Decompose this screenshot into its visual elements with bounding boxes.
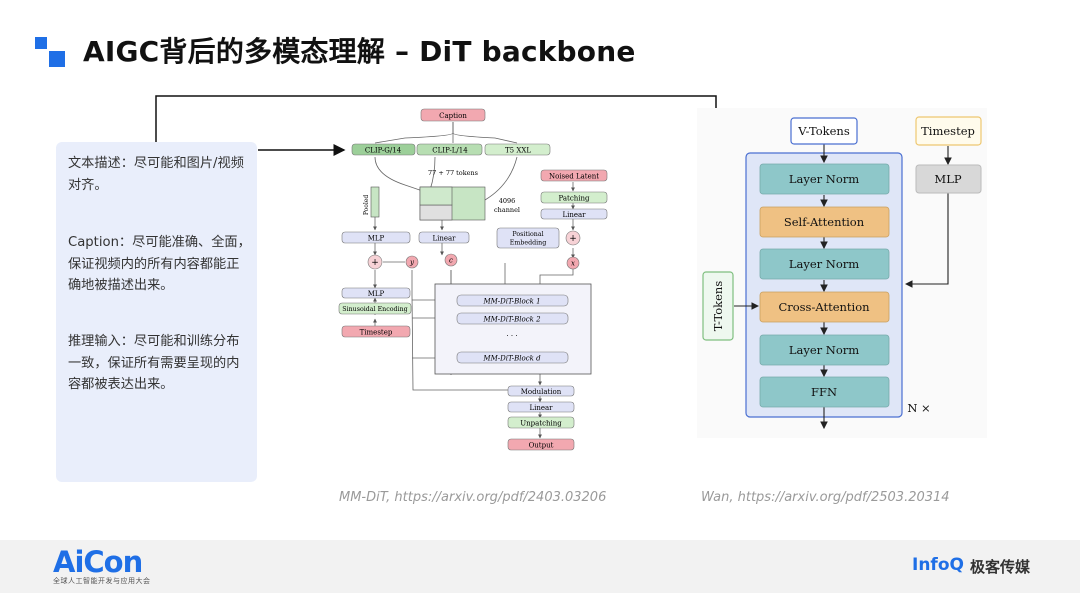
mmdit-sinusoidal: Sinusoidal Encoding — [342, 306, 407, 313]
mmdit-patching: Patching — [558, 195, 590, 203]
mmdit-plus-pos: + — [569, 234, 577, 244]
panel-text-description: 文本描述：尽可能和图片/视频对齐。 — [68, 156, 244, 193]
mmdit-caption: Caption — [439, 112, 467, 120]
mmdit-output: Output — [529, 442, 554, 450]
aicon-logo: AiCon — [53, 545, 143, 579]
mmdit-modulation: Modulation — [521, 388, 562, 396]
mmdit-clip-l: CLIP-L/14 — [432, 147, 468, 155]
wan-ffn: FFN — [811, 385, 837, 399]
mmdit-block-2: MM-DiT-Block 2 — [482, 316, 541, 324]
left-text-panel: 文本描述：尽可能和图片/视频对齐。 Caption：尽可能准确、全面，保证视频内… — [56, 142, 257, 482]
mmdit-channel-word: channel — [494, 206, 520, 214]
mmdit-timestep: Timestep — [360, 329, 393, 337]
title-logo-icon — [35, 37, 65, 67]
mmdit-pos-emb-2: Embedding — [510, 240, 547, 247]
wan-diagram: V-Tokens Timestep MLP T-Tokens Layer Nor… — [697, 108, 987, 438]
mmdit-block-1: MM-DiT-Block 1 — [482, 298, 540, 306]
mmdit-plus-y: + — [371, 258, 379, 268]
aicon-subtitle: 全球人工智能开发与应用大会 — [53, 577, 151, 585]
wan-source: Wan, https://arxiv.org/pdf/2503.20314 — [701, 490, 950, 505]
wan-layer-norm-3: Layer Norm — [789, 343, 859, 357]
panel-text-inference: 推理输入：尽可能和训练分布一致，保证所有需要呈现的内容都被表达出来。 — [68, 334, 240, 392]
mmdit-channel-num: 4096 — [499, 197, 516, 205]
wan-self-attention: Self-Attention — [784, 215, 865, 229]
mmdit-c: c — [449, 257, 453, 265]
wan-layer-norm-1: Layer Norm — [789, 172, 859, 186]
mmdit-noised-latent: Noised Latent — [549, 173, 599, 181]
infoq-logo: InfoQ — [912, 555, 964, 575]
mmdit-mlp2: MLP — [368, 290, 385, 298]
mmdit-mlp1: MLP — [368, 235, 385, 243]
wan-v-tokens: V-Tokens — [797, 124, 850, 138]
mmdit-tokens-label: 77 + 77 tokens — [428, 169, 478, 177]
mmdit-x: x — [571, 260, 575, 268]
mmdit-y: y — [409, 259, 415, 267]
wan-mlp: MLP — [934, 172, 961, 186]
mmdit-linear-out: Linear — [529, 404, 553, 412]
mmdit-linear-mid: Linear — [432, 235, 456, 243]
mmdit-pos-emb-1: Positional — [512, 231, 543, 238]
mmdit-block-d: MM-DiT-Block d — [482, 355, 541, 363]
mmdit-clip-g: CLIP-G/14 — [365, 147, 402, 155]
panel-text-caption: Caption：尽可能准确、全面，保证视频内的所有内容都能正确地被描述出来。 — [68, 235, 251, 293]
mmdit-diagram: Caption CLIP-G/14 CLIP-L/14 T5 XXL 77 + … — [338, 108, 608, 451]
mmdit-unpatching: Unpatching — [520, 420, 562, 428]
wan-cross-attention: Cross-Attention — [778, 300, 870, 314]
mmdit-source: MM-DiT, https://arxiv.org/pdf/2403.03206 — [339, 490, 607, 505]
jike-media-logo: 极客传媒 — [970, 558, 1031, 576]
wan-timestep: Timestep — [921, 124, 975, 138]
mmdit-dots: · · · — [506, 332, 517, 340]
wan-repeat-label: N × — [907, 401, 930, 415]
wan-layer-norm-2: Layer Norm — [789, 257, 859, 271]
mmdit-t5: T5 XXL — [505, 147, 531, 155]
wan-t-tokens: T-Tokens — [711, 281, 725, 332]
slide-title: AIGC背后的多模态理解 – DiT backbone — [83, 35, 636, 68]
mmdit-linear-right: Linear — [562, 211, 586, 219]
mmdit-pooled: Pooled — [363, 195, 370, 215]
footer-bar — [0, 540, 1080, 593]
